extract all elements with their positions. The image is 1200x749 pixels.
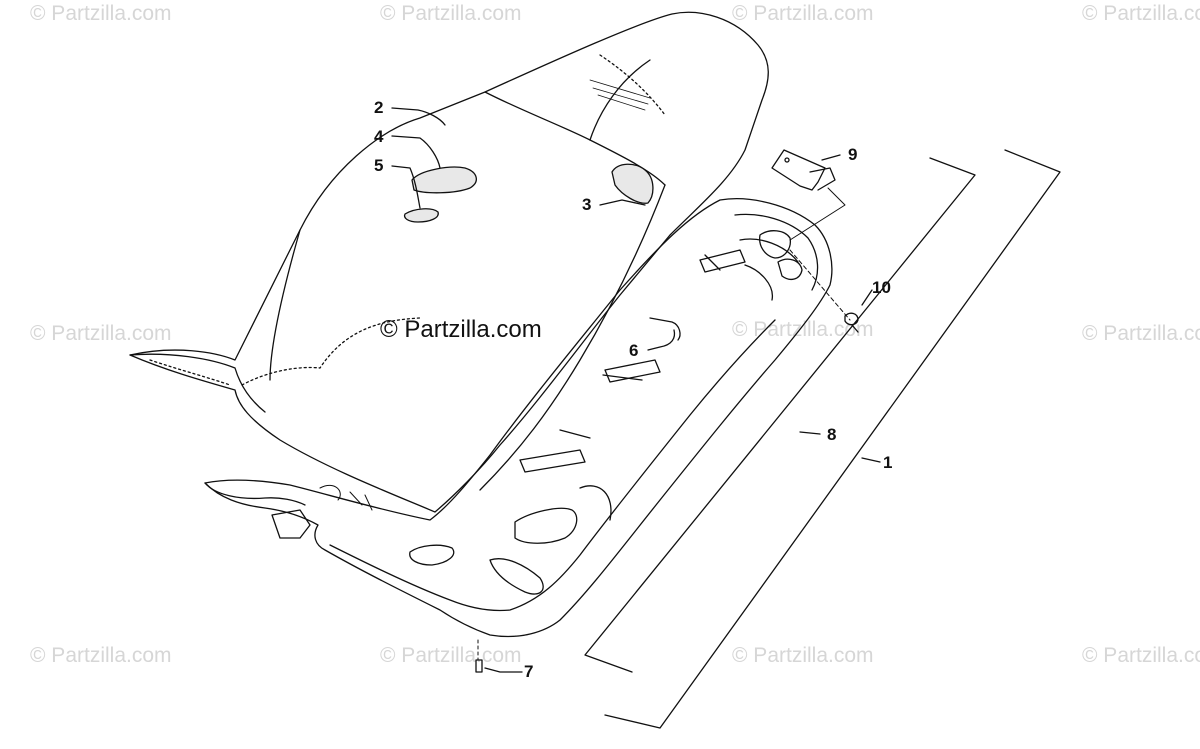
base-rib	[744, 264, 773, 301]
base-inner	[739, 238, 799, 263]
callout-6: 6	[629, 341, 639, 360]
callout-9: 9	[848, 145, 858, 164]
seat-rear-bolster-inner	[149, 359, 231, 386]
center-watermark: © Partzilla.com	[380, 316, 542, 343]
part-6-rod	[649, 317, 681, 341]
watermark: © Partzilla.com	[1082, 2, 1200, 25]
leader-10	[861, 289, 873, 306]
base-inner	[329, 319, 776, 612]
seat-side-line	[269, 229, 301, 381]
watermark: © Partzilla.com	[30, 322, 172, 345]
leader-6	[647, 329, 676, 351]
leader-9	[821, 154, 841, 161]
leader-4	[391, 135, 441, 169]
callout-8: 8	[827, 425, 837, 444]
base-inner	[734, 213, 819, 291]
watermark: © Partzilla.com	[30, 644, 172, 667]
seat-base-pan	[204, 198, 833, 638]
base-cutout	[409, 544, 455, 566]
watermark: © Partzilla.com	[732, 2, 874, 25]
rear-handle-block	[271, 509, 311, 539]
watermark: © Partzilla.com	[380, 2, 522, 25]
patch-3	[611, 163, 654, 204]
leader-7	[484, 667, 523, 673]
patch-4	[411, 166, 477, 194]
callout-3: 3	[582, 195, 592, 214]
base-rib	[519, 449, 586, 473]
part-8-bracket-line	[584, 157, 976, 673]
part-6-rod	[559, 429, 591, 439]
seat-side-line	[479, 184, 666, 491]
base-cutout	[514, 507, 578, 544]
callout-7: 7	[524, 662, 534, 681]
watermark: © Partzilla.com	[30, 2, 172, 25]
base-logo	[319, 484, 373, 511]
watermark: © Partzilla.com	[1082, 644, 1200, 667]
rear-handle	[204, 482, 306, 506]
base-cutout	[489, 558, 544, 595]
callout-10: 10	[872, 278, 891, 297]
latch-area	[777, 258, 803, 281]
part-6-rod	[602, 374, 643, 381]
callout-4: 4	[374, 127, 384, 146]
watermark: © Partzilla.com	[1082, 322, 1200, 345]
watermark: © Partzilla.com	[732, 318, 874, 341]
callout-2: 2	[374, 98, 384, 117]
base-rib	[699, 249, 746, 273]
base-rib	[579, 485, 612, 521]
patch-5	[403, 208, 439, 223]
seat-rear-bolster	[129, 353, 266, 413]
explode-line	[789, 187, 846, 241]
latch-area	[759, 230, 791, 259]
base-rib	[604, 359, 661, 383]
part-9-bracket	[809, 167, 836, 191]
leader-2	[391, 107, 446, 126]
part-1-bracket-line	[604, 149, 1061, 729]
watermark: © Partzilla.com	[732, 644, 874, 667]
explode-line	[789, 249, 851, 321]
leader-3	[599, 199, 646, 206]
callout-5: 5	[374, 156, 384, 175]
part-7-plug	[475, 659, 483, 673]
leader-8	[799, 431, 821, 435]
bracket-hole	[784, 157, 790, 163]
seat-stitch	[599, 54, 666, 116]
seat-ridge	[589, 59, 651, 141]
seat-cushion	[129, 11, 769, 513]
callout-1: 1	[883, 453, 893, 472]
leader-5	[391, 165, 421, 209]
leader-1	[861, 457, 881, 463]
part-6-rod	[704, 254, 721, 271]
part-10-fastener	[844, 312, 859, 326]
seat-logo-marks	[589, 79, 651, 111]
watermark: © Partzilla.com	[380, 644, 522, 667]
